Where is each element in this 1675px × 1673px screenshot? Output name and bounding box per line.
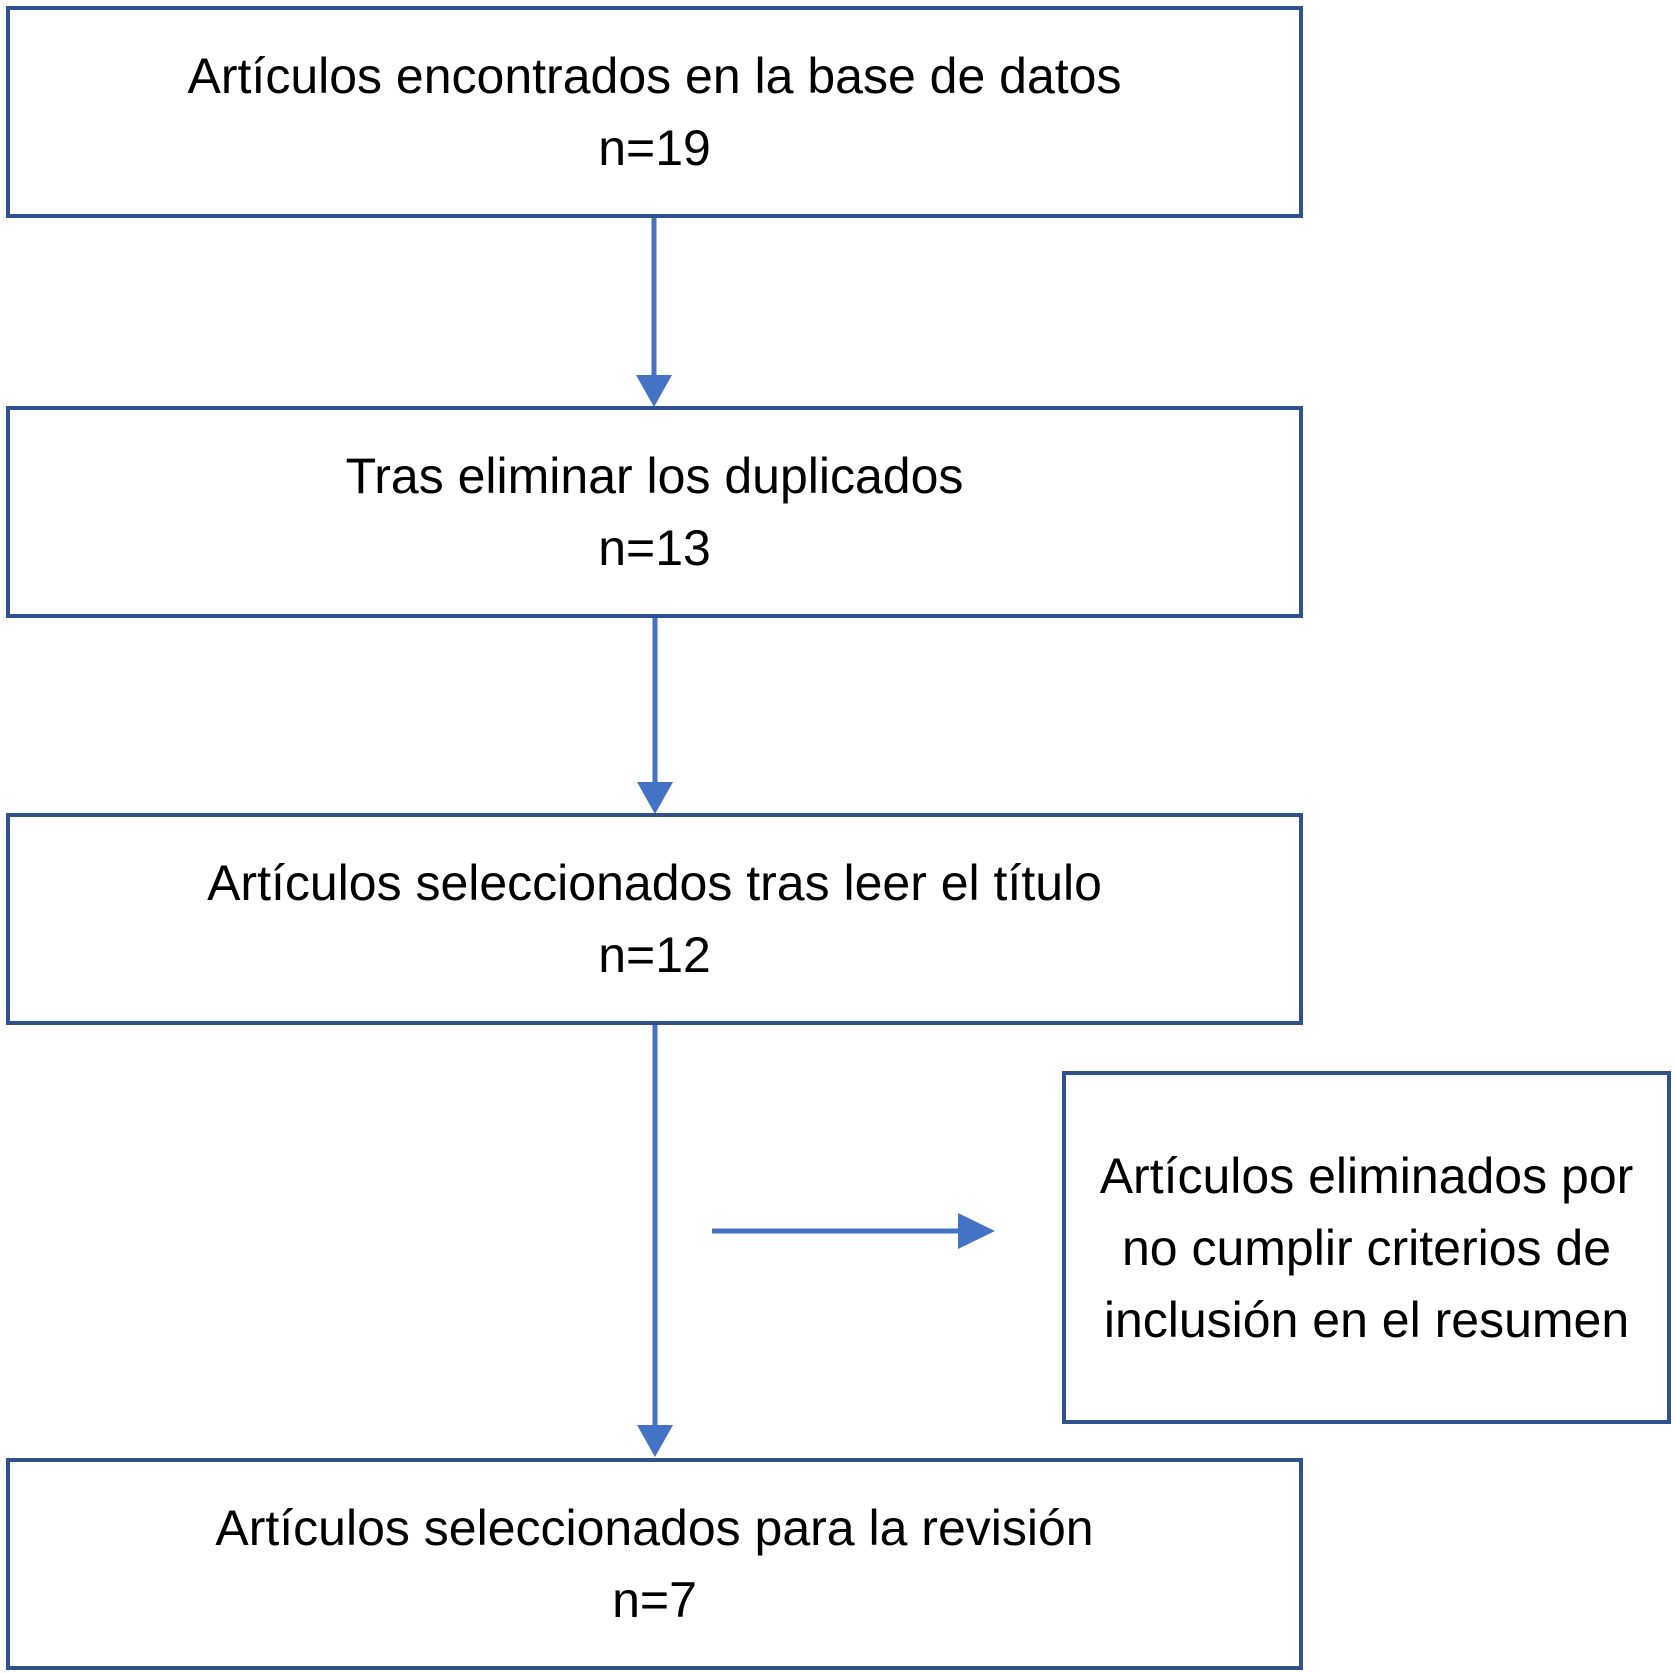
- step-label: Artículos seleccionados tras leer el tít…: [207, 855, 1102, 911]
- step-box-found: Artículos encontrados en la base de dato…: [6, 6, 1303, 218]
- step-count: n=12: [598, 927, 711, 983]
- step-label: Tras eliminar los duplicados: [345, 448, 964, 504]
- step-count: n=19: [598, 120, 711, 176]
- arrow-head-1-2: [636, 375, 672, 407]
- step-label: Artículos encontrados en la base de dato…: [187, 48, 1122, 104]
- step-count: n=13: [598, 520, 711, 576]
- step-count: n=7: [612, 1572, 697, 1628]
- step-label: Artículos seleccionados para la revisión: [215, 1500, 1094, 1556]
- step-box-deduplicated: Tras eliminar los duplicados n=13: [6, 406, 1303, 618]
- arrow-head-3-4: [637, 1425, 673, 1457]
- arrow-head-exclusion: [958, 1213, 995, 1249]
- step-box-title-screened: Artículos seleccionados tras leer el tít…: [6, 813, 1303, 1025]
- excluded-label: Artículos eliminados por no cumplir crit…: [1099, 1147, 1634, 1348]
- excluded-box: Artículos eliminados por no cumplir crit…: [1062, 1071, 1671, 1424]
- step-box-included: Artículos seleccionados para la revisión…: [6, 1458, 1303, 1670]
- arrow-head-2-3: [637, 782, 673, 814]
